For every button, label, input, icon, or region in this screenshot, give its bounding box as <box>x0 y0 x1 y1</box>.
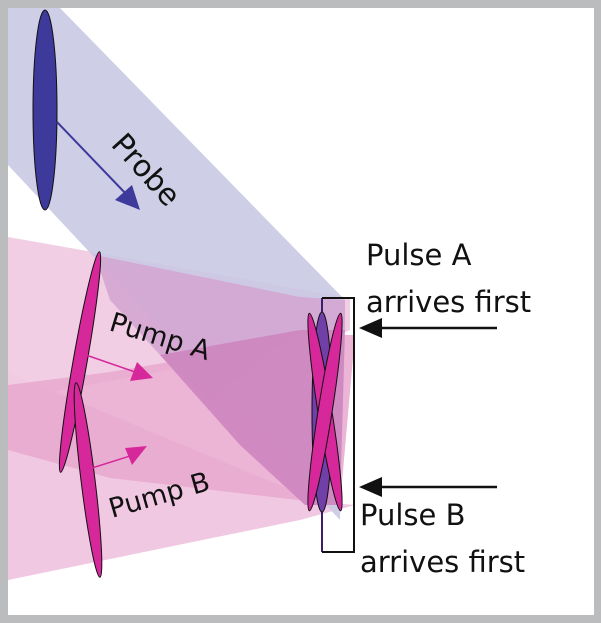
sample-pump-b-pulse <box>307 312 343 512</box>
pulse-b-label-line2: arrives first <box>360 545 525 579</box>
pump-b-arrow-head <box>125 446 147 465</box>
pump-a-arrow-line <box>85 354 136 373</box>
pump-b-arrow-line <box>91 455 131 469</box>
pulse-a-label-line2: arrives first <box>366 285 531 319</box>
pump-a-pulse <box>58 251 102 473</box>
probe-arrow-line <box>56 121 129 197</box>
pump-a-arrow-head <box>130 362 153 381</box>
probe-pulse <box>32 9 58 211</box>
pulse-b-arrow-head <box>359 477 382 497</box>
beam-overlap-dark <box>160 330 345 505</box>
pulse-a-arrow-head <box>359 318 382 338</box>
pulse-b-label-line1: Pulse B <box>360 498 465 532</box>
sample-bracket <box>322 297 355 553</box>
probe-arrow-head <box>115 185 140 210</box>
diagram-canvas: Probe Pump A Pump B Pulse A arrives firs… <box>8 8 594 615</box>
beam-overlap-region <box>95 255 345 400</box>
pump-b-pulse <box>73 382 103 578</box>
pulse-a-label-line1: Pulse A <box>366 238 472 272</box>
pump-probe-diagram: Probe Pump A Pump B Pulse A arrives firs… <box>8 8 531 580</box>
